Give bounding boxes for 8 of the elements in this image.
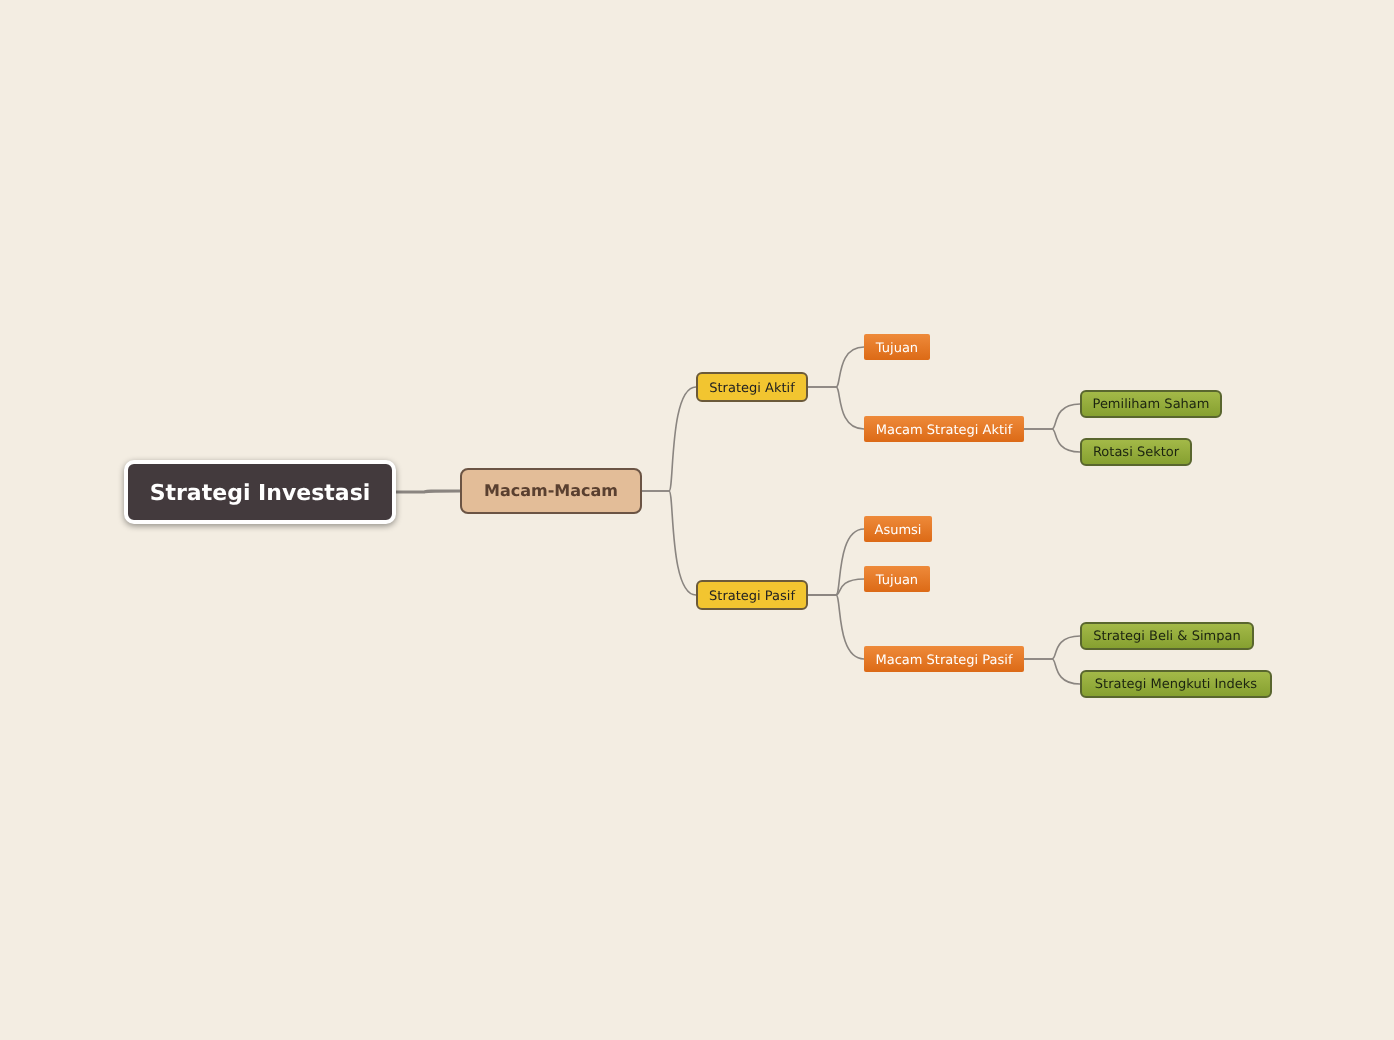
main-topic-box: Macam-Macam <box>460 468 642 514</box>
connector-line <box>1023 658 1081 685</box>
connector-line <box>396 489 460 494</box>
connector-line <box>641 490 697 596</box>
connector-line <box>807 386 865 430</box>
central-topic-box: Strategi Investasi <box>124 460 396 524</box>
connector-line <box>1023 428 1081 453</box>
connector-line <box>807 594 865 660</box>
